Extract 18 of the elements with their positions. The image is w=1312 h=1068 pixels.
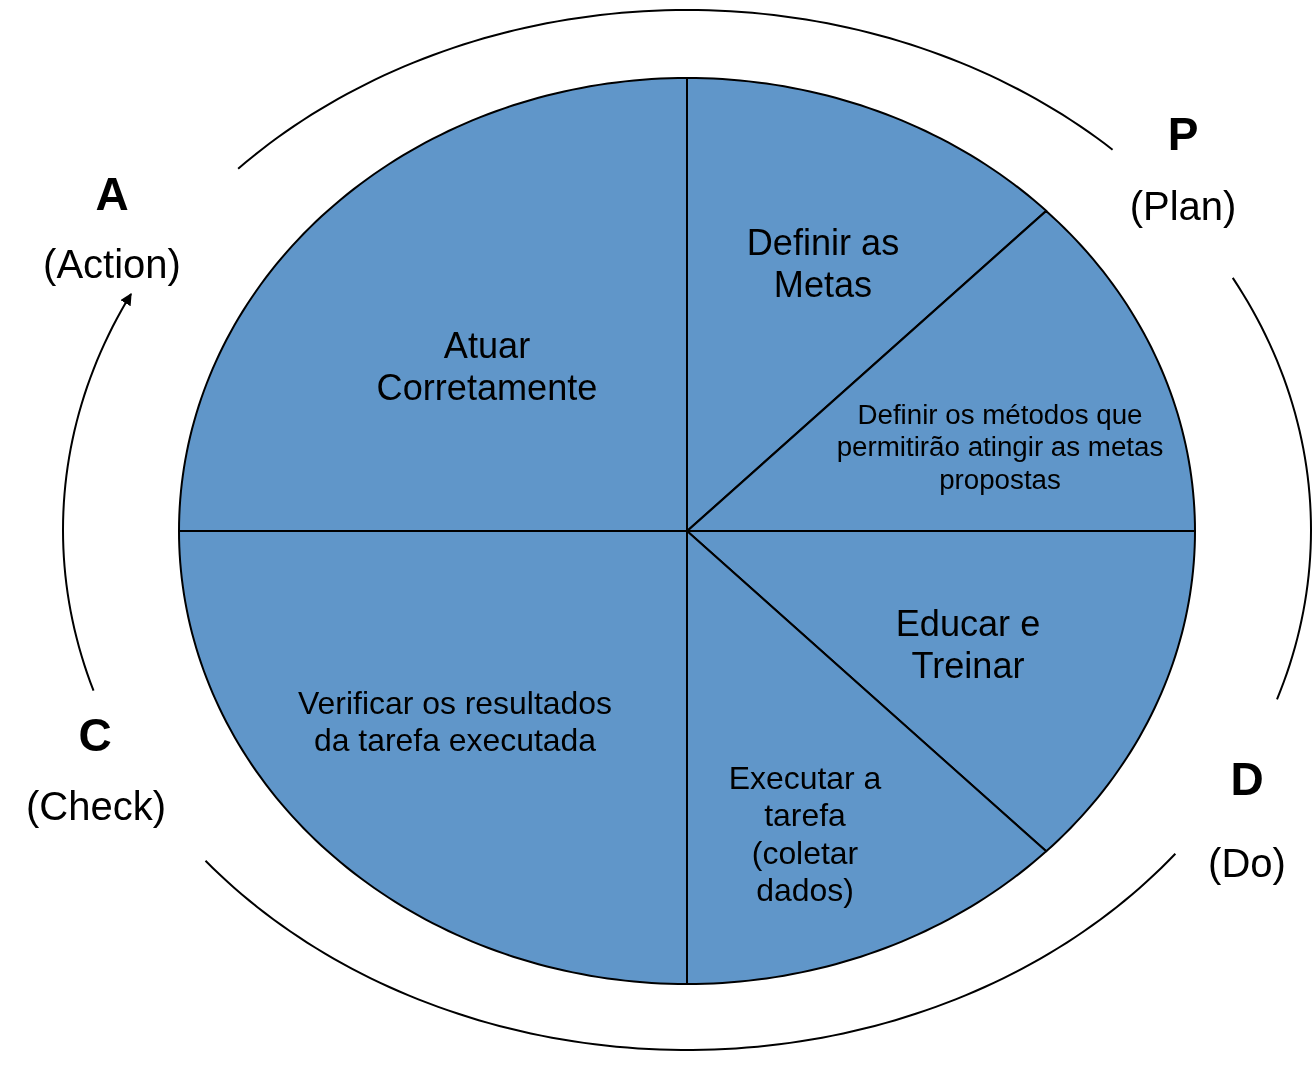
phase-name: (Do) — [1208, 839, 1286, 887]
slice-label: Educar e Treinar — [894, 602, 1042, 688]
phase-name: (Check) — [26, 782, 166, 830]
pie-slice — [179, 531, 687, 984]
slice-label: Verificar os resultados da tarefa executada — [297, 684, 613, 760]
phase-letter: C — [78, 709, 112, 763]
slice-label: Executar a tarefa (coletar dados) — [727, 760, 883, 910]
phase-letter: A — [95, 168, 129, 222]
phase-name: (Plan) — [1129, 182, 1237, 230]
phase-name: (Action) — [43, 240, 181, 288]
phase-letter: P — [1167, 108, 1199, 162]
slice-label: Atuar Corretamente — [375, 324, 599, 410]
slice-label: Definir os métodos que permitirão atingir as metas propostas — [835, 399, 1165, 497]
pie-slice — [179, 78, 687, 531]
cycle-arrow — [62, 292, 132, 692]
pie-slice — [687, 531, 1047, 984]
phase-letter: D — [1230, 753, 1264, 807]
slice-label: Definir as Metas — [745, 221, 901, 307]
